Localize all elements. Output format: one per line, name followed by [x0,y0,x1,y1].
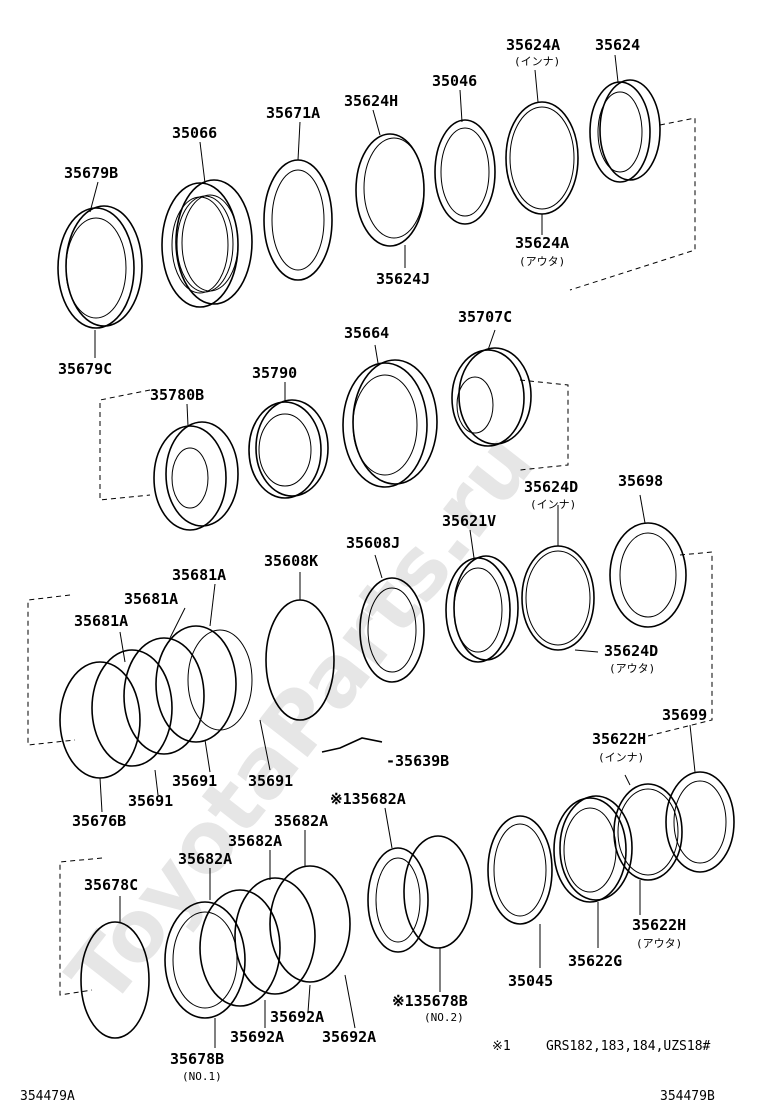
label-35682a-1[interactable]: 35682A [274,812,328,830]
label-35682a-star[interactable]: ※135682A [330,790,406,808]
label-35692a-1[interactable]: 35692A [270,1008,324,1026]
label-35691-b[interactable]: 35691 [248,772,293,790]
part-35790-bearing[interactable] [248,399,329,499]
label-35682a-3[interactable]: 35682A [178,850,232,868]
label-35621v[interactable]: 35621V [442,512,496,530]
label-35622h-outer[interactable]: 35622H [632,916,686,934]
label-35624d-inner[interactable]: 35624D [524,478,578,496]
part-35608j-plate[interactable] [359,577,425,683]
part-35682a-star-plate[interactable] [367,847,429,953]
label-35624d-outer[interactable]: 35624D [604,642,658,660]
label-35624[interactable]: 35624 [595,36,640,54]
part-35664-clutch[interactable] [342,359,438,488]
label-35671a[interactable]: 35671A [266,104,320,122]
part-35045-plate[interactable] [487,815,553,925]
label-35699[interactable]: 35699 [662,706,707,724]
leader-lines [89,54,696,1048]
label-35692a-2[interactable]: 35692A [230,1028,284,1046]
label-35624a-inner[interactable]: 35624A [506,36,560,54]
part-35698-piston[interactable] [609,522,687,628]
applicability-note: ※1 GRS182,183,184,UZS18# [492,1039,711,1054]
part-35682a-plates[interactable] [164,865,351,1019]
label-35679b[interactable]: 35679B [64,164,118,182]
label-35066[interactable]: 35066 [172,124,217,142]
part-35624a-seal[interactable] [505,101,579,215]
label-35698[interactable]: 35698 [618,472,663,490]
label-35608k[interactable]: 35608K [264,552,318,570]
label-35681a-1[interactable]: 35681A [172,566,226,584]
assembly-line-row1 [569,117,696,291]
label-35624j[interactable]: 35624J [376,270,430,288]
part-35622g-piston[interactable] [553,795,633,903]
label-35678c[interactable]: 35678C [84,876,138,894]
part-35624d-seal[interactable] [521,545,595,651]
label-35639b[interactable]: -35639B [386,752,449,770]
label-35691-a[interactable]: 35691 [172,772,217,790]
part-35639b-spring[interactable] [321,737,383,753]
part-35780b-gear[interactable] [153,421,239,531]
part-35621v-hub[interactable] [445,555,519,663]
part-35671a-washer[interactable] [263,159,333,281]
part-35679b-snap-ring[interactable] [57,205,143,329]
part-labels: 35624A (インナ) 35624 35046 35624H 35671A 3… [58,36,707,1083]
label-35624a-outer[interactable]: 35624A [515,234,569,252]
label-35045[interactable]: 35045 [508,972,553,990]
watermark-text: ToyotaParts.ru [49,415,553,1022]
part-35678c-snap-ring[interactable] [80,921,150,1039]
diagram-code-right: 354479B [660,1089,715,1104]
label-35682a-2[interactable]: 35682A [228,832,282,850]
assembly-line-row3 [27,551,713,746]
label-35691-c[interactable]: 35691 [128,792,173,810]
label-35608j[interactable]: 35608J [346,534,400,552]
label-35707c[interactable]: 35707C [458,308,512,326]
label-35624d-inner-sub: (インナ) [530,498,576,511]
part-35699-cover[interactable] [665,771,735,873]
label-35679c[interactable]: 35679C [58,360,112,378]
part-35624-piston[interactable] [589,79,661,183]
assembly-line-row4 [59,857,103,996]
diagram-code-left: 354479A [20,1089,75,1104]
label-35622h-inner-sub: (インナ) [598,751,644,764]
label-35692a-3[interactable]: 35692A [322,1028,376,1046]
label-35664[interactable]: 35664 [344,324,389,342]
label-35622h-inner[interactable]: 35622H [592,730,646,748]
label-35046[interactable]: 35046 [432,72,477,90]
label-35790[interactable]: 35790 [252,364,297,382]
part-35624h-ring[interactable] [355,133,425,247]
part-35046-plate[interactable] [434,119,496,225]
label-35678b-no2-sub: (NO.2) [424,1011,464,1024]
note-mark: ※1 [492,1039,511,1054]
note-text: GRS182,183,184,UZS18# [546,1039,711,1054]
label-35624d-outer-sub: (アウタ) [609,662,655,675]
label-35678b-no2[interactable]: ※135678B [392,992,468,1010]
label-35681a-3[interactable]: 35681A [74,612,128,630]
label-35624h[interactable]: 35624H [344,92,398,110]
label-35681a-2[interactable]: 35681A [124,590,178,608]
label-35622h-outer-sub: (アウタ) [636,937,682,950]
label-35676b[interactable]: 35676B [72,812,126,830]
label-35678b-no1[interactable]: 35678B [170,1050,224,1068]
part-35066-drum[interactable] [161,179,253,308]
label-35678b-no1-sub: (NO.1) [182,1070,222,1083]
part-35678b-no2-plate[interactable] [403,835,473,949]
label-35780b[interactable]: 35780B [150,386,204,404]
assembly-line-row2 [99,379,569,501]
label-35622g[interactable]: 35622G [568,952,622,970]
label-35624a-outer-sub: (アウタ) [519,255,565,268]
label-35624a-inner-sub: (インナ) [514,55,560,68]
part-35622h-seal[interactable] [613,783,683,881]
